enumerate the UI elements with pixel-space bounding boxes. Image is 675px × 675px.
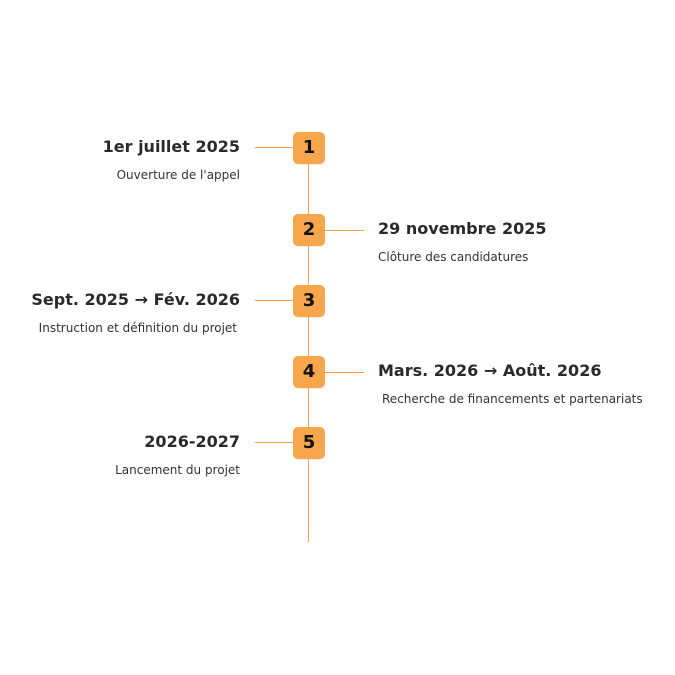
- step-badge: 2: [293, 214, 325, 246]
- event-description: Recherche de financements et partenariat…: [382, 392, 643, 406]
- connector-line: [255, 300, 295, 301]
- step-badge: 1: [293, 132, 325, 164]
- event-date: Sept. 2025 → Fév. 2026: [31, 290, 240, 309]
- event-description: Clôture des candidatures: [378, 250, 529, 264]
- connector-line: [323, 372, 364, 373]
- event-description: Lancement du projet: [115, 463, 240, 477]
- event-date: 29 novembre 2025: [378, 219, 547, 238]
- event-date: 1er juillet 2025: [102, 137, 240, 156]
- event-date: Mars. 2026 → Août. 2026: [378, 361, 602, 380]
- timeline-axis-line: [308, 148, 309, 542]
- connector-line: [255, 147, 295, 148]
- step-badge: 5: [293, 427, 325, 459]
- event-description: Ouverture de l'appel: [116, 168, 240, 182]
- event-description: Instruction et définition du projet: [38, 321, 237, 335]
- event-date: 2026-2027: [144, 432, 240, 451]
- step-badge: 3: [293, 285, 325, 317]
- step-badge: 4: [293, 356, 325, 388]
- connector-line: [323, 230, 364, 231]
- connector-line: [255, 442, 295, 443]
